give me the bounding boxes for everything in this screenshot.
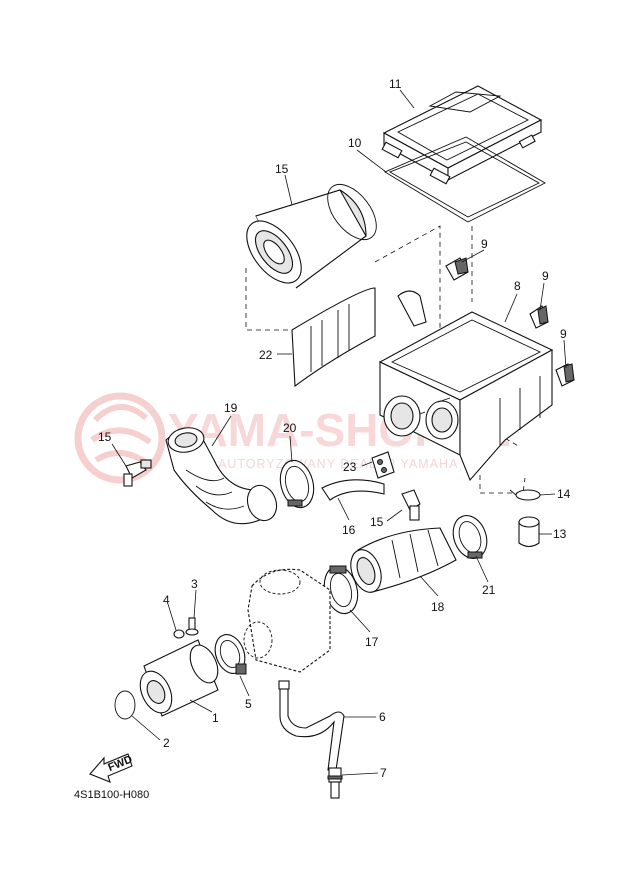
part-2-o-ring xyxy=(114,690,136,720)
part-9-clip-c xyxy=(555,363,575,387)
callout-8: 8 xyxy=(514,279,521,293)
part-21-clamp xyxy=(452,515,488,559)
callout-19: 19 xyxy=(224,401,238,415)
part-20-clamp xyxy=(279,459,315,509)
fwd-arrow-icon: FWD xyxy=(89,753,134,783)
callout-6: 6 xyxy=(379,710,386,724)
part-13-clip-ring xyxy=(509,489,541,501)
part-7-plug xyxy=(327,767,343,799)
callout-2: 2 xyxy=(163,736,170,750)
part-19-intake-duct xyxy=(165,427,278,525)
callout-5: 5 xyxy=(245,697,252,711)
diagram-code: 4S1B100-H080 xyxy=(74,789,149,801)
callout-16: 16 xyxy=(342,523,356,537)
part-4-washer xyxy=(173,629,185,639)
part-15-joint-b xyxy=(401,489,421,521)
part-12-drain-plug xyxy=(518,516,540,548)
callout-9-a: 9 xyxy=(481,237,488,251)
part-16-hose xyxy=(321,479,385,501)
leader-lines xyxy=(111,89,567,776)
part-5-clamp xyxy=(214,634,247,675)
callout-12: 13 xyxy=(553,527,567,541)
carburetor-body xyxy=(243,568,331,673)
part-23-holder xyxy=(371,451,395,479)
callout-4: 4 xyxy=(163,593,170,607)
part-10-seal xyxy=(384,136,546,223)
callout-10: 10 xyxy=(348,136,362,150)
part-1-joint xyxy=(139,639,219,717)
part-14-air-filter-element xyxy=(246,184,377,289)
part-11-air-box-cover xyxy=(381,85,543,185)
callout-9-c: 9 xyxy=(560,327,567,341)
callout-9-b: 9 xyxy=(542,269,549,283)
callout-1: 1 xyxy=(212,711,219,725)
part-18-carburetor-joint xyxy=(350,527,457,593)
callout-13: 14 xyxy=(557,487,571,501)
callout-3: 3 xyxy=(191,577,198,591)
callout-labels: 11 10 15 9 9 8 9 22 19 20 15 23 16 15 14… xyxy=(98,77,571,780)
callout-18: 18 xyxy=(431,600,445,614)
callout-15-a: 15 xyxy=(98,430,112,444)
part-9-clip-a xyxy=(445,257,469,281)
callout-14: 15 xyxy=(275,162,289,176)
callout-17: 17 xyxy=(365,635,379,649)
part-6-hose xyxy=(278,680,345,771)
callout-7: 7 xyxy=(380,766,387,780)
part-8-air-box xyxy=(378,290,554,482)
part-15-joint-a xyxy=(123,459,152,487)
callout-23: 23 xyxy=(343,460,357,474)
part-22-plate xyxy=(291,287,376,388)
callout-22: 22 xyxy=(259,348,273,362)
part-3-screw xyxy=(185,617,199,636)
callout-20: 20 xyxy=(283,421,297,435)
callout-11: 11 xyxy=(389,77,402,91)
callout-21: 21 xyxy=(482,583,496,597)
watermark-subtext: AUTORYZOWANY DEALER YAMAHA xyxy=(218,457,458,471)
callout-15-b: 15 xyxy=(370,515,384,529)
part-9-clip-b xyxy=(529,305,549,329)
assembly-lines xyxy=(245,225,526,494)
